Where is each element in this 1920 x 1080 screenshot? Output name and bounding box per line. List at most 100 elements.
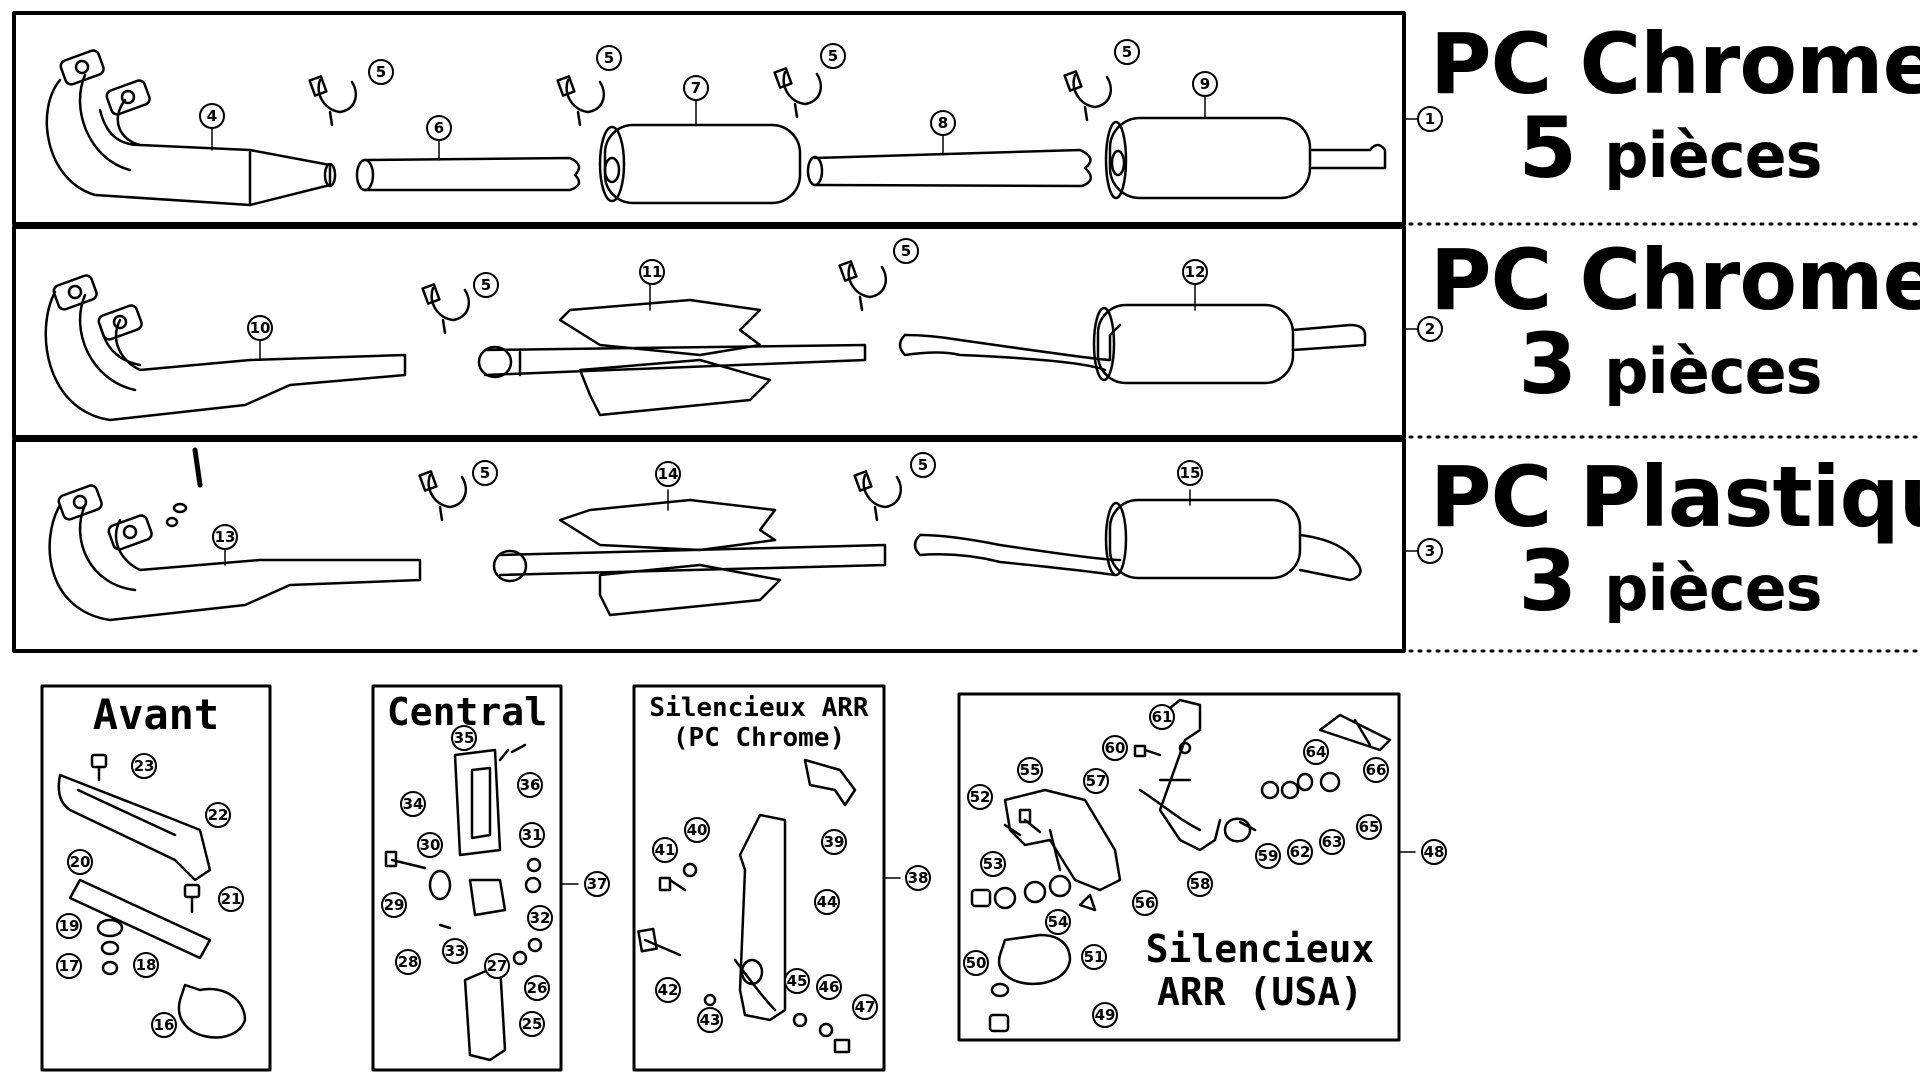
central-parts <box>384 743 543 1062</box>
svg-text:49: 49 <box>1095 1006 1116 1024</box>
svg-text:5: 5 <box>918 456 928 474</box>
svg-text:2: 2 <box>1425 320 1435 338</box>
svg-text:39: 39 <box>824 833 845 851</box>
svg-text:59: 59 <box>1258 847 1279 865</box>
svg-text:15: 15 <box>1180 464 1201 482</box>
svg-text:22: 22 <box>208 806 229 824</box>
svg-text:21: 21 <box>221 890 242 908</box>
svg-text:57: 57 <box>1086 772 1107 790</box>
svg-text:17: 17 <box>59 957 80 975</box>
svg-text:12: 12 <box>1185 263 1206 281</box>
svg-text:5: 5 <box>604 49 614 67</box>
svg-text:55: 55 <box>1020 761 1041 779</box>
svg-text:66: 66 <box>1366 761 1387 779</box>
svg-text:56: 56 <box>1135 894 1156 912</box>
svg-text:45: 45 <box>787 972 808 990</box>
svg-text:19: 19 <box>59 917 80 935</box>
svg-text:61: 61 <box>1152 708 1173 726</box>
svg-text:26: 26 <box>527 979 548 997</box>
kit-3-count: 3 <box>1518 532 1576 630</box>
svg-text:47: 47 <box>855 998 876 1016</box>
silencieux-chrome-title-line1: Silencieux ARR <box>649 693 869 723</box>
svg-text:5: 5 <box>828 47 838 65</box>
svg-text:27: 27 <box>487 957 508 975</box>
svg-text:5: 5 <box>481 276 491 294</box>
silencieux-usa-parts <box>970 698 1392 1033</box>
kit-3-brand: PC <box>1430 448 1552 546</box>
svg-text:5: 5 <box>480 464 490 482</box>
svg-text:35: 35 <box>454 729 475 747</box>
svg-text:9: 9 <box>1200 75 1210 93</box>
svg-text:31: 31 <box>522 826 543 844</box>
kit-3-finish: Plastique <box>1579 448 1920 546</box>
svg-text:23: 23 <box>134 757 155 775</box>
svg-text:5: 5 <box>901 242 911 260</box>
svg-text:58: 58 <box>1190 875 1211 893</box>
svg-text:7: 7 <box>691 79 701 97</box>
svg-text:52: 52 <box>970 788 991 806</box>
svg-text:6: 6 <box>434 119 444 137</box>
svg-text:65: 65 <box>1359 818 1380 836</box>
kit-2-count: 3 <box>1518 315 1576 413</box>
svg-text:53: 53 <box>983 855 1004 873</box>
svg-text:34: 34 <box>403 795 424 813</box>
svg-text:60: 60 <box>1105 739 1126 757</box>
avant-box <box>40 684 272 1072</box>
svg-text:10: 10 <box>250 319 271 337</box>
svg-text:46: 46 <box>819 978 840 996</box>
kit-2-title: PC Chrome 3 pièces <box>1430 238 1920 408</box>
svg-text:42: 42 <box>658 981 679 999</box>
svg-text:14: 14 <box>658 465 679 483</box>
svg-text:4: 4 <box>207 107 217 125</box>
svg-text:16: 16 <box>154 1016 175 1034</box>
svg-text:1: 1 <box>1425 110 1435 128</box>
svg-text:51: 51 <box>1084 948 1105 966</box>
svg-text:11: 11 <box>642 263 663 281</box>
kit-3-frame <box>12 438 1406 653</box>
kit-2-unit: pièces <box>1604 335 1822 408</box>
kit-3-title: PC Plastique 3 pièces <box>1430 455 1920 625</box>
avant-title: Avant <box>92 690 220 739</box>
svg-text:43: 43 <box>700 1011 721 1029</box>
clamp-icon <box>308 75 357 127</box>
silencieux-chrome-title-line2: (PC Chrome) <box>672 722 846 753</box>
kit-3-unit: pièces <box>1604 552 1822 625</box>
kit-2-brand: PC <box>1430 231 1552 329</box>
kit-1-unit: pièces <box>1604 119 1822 192</box>
kit-3-parts <box>48 447 1362 622</box>
svg-text:28: 28 <box>398 953 419 971</box>
central-box <box>371 684 563 1072</box>
kit-1-finish: Chrome <box>1579 15 1920 113</box>
svg-text:8: 8 <box>938 114 948 132</box>
svg-text:41: 41 <box>655 841 676 859</box>
svg-text:5: 5 <box>1122 43 1132 61</box>
kit-2-parts <box>44 260 1367 422</box>
svg-text:50: 50 <box>966 954 987 972</box>
svg-text:13: 13 <box>215 528 236 546</box>
silencieux-chrome-parts <box>637 758 857 1054</box>
svg-text:63: 63 <box>1322 833 1343 851</box>
svg-text:29: 29 <box>384 896 405 914</box>
svg-text:62: 62 <box>1290 843 1311 861</box>
svg-text:3: 3 <box>1425 542 1435 560</box>
svg-text:5: 5 <box>376 63 386 81</box>
svg-text:44: 44 <box>817 893 838 911</box>
svg-text:33: 33 <box>445 942 466 960</box>
leader-lines <box>211 95 1421 885</box>
silencieux-usa-title-line2: ARR (USA) <box>1157 969 1363 1014</box>
avant-parts <box>57 753 247 1039</box>
svg-text:48: 48 <box>1424 843 1445 861</box>
svg-text:64: 64 <box>1306 743 1327 761</box>
svg-text:18: 18 <box>136 956 157 974</box>
svg-text:40: 40 <box>687 821 708 839</box>
kit-2-frame <box>12 225 1406 439</box>
svg-text:38: 38 <box>908 869 929 887</box>
kit-1-parts <box>45 49 1387 207</box>
svg-text:32: 32 <box>530 909 551 927</box>
silencieux-chrome-title: Silencieux ARR (PC Chrome) <box>634 693 884 754</box>
svg-text:36: 36 <box>520 776 541 794</box>
kit-1-count: 5 <box>1518 99 1576 197</box>
kit-2-finish: Chrome <box>1579 231 1920 329</box>
